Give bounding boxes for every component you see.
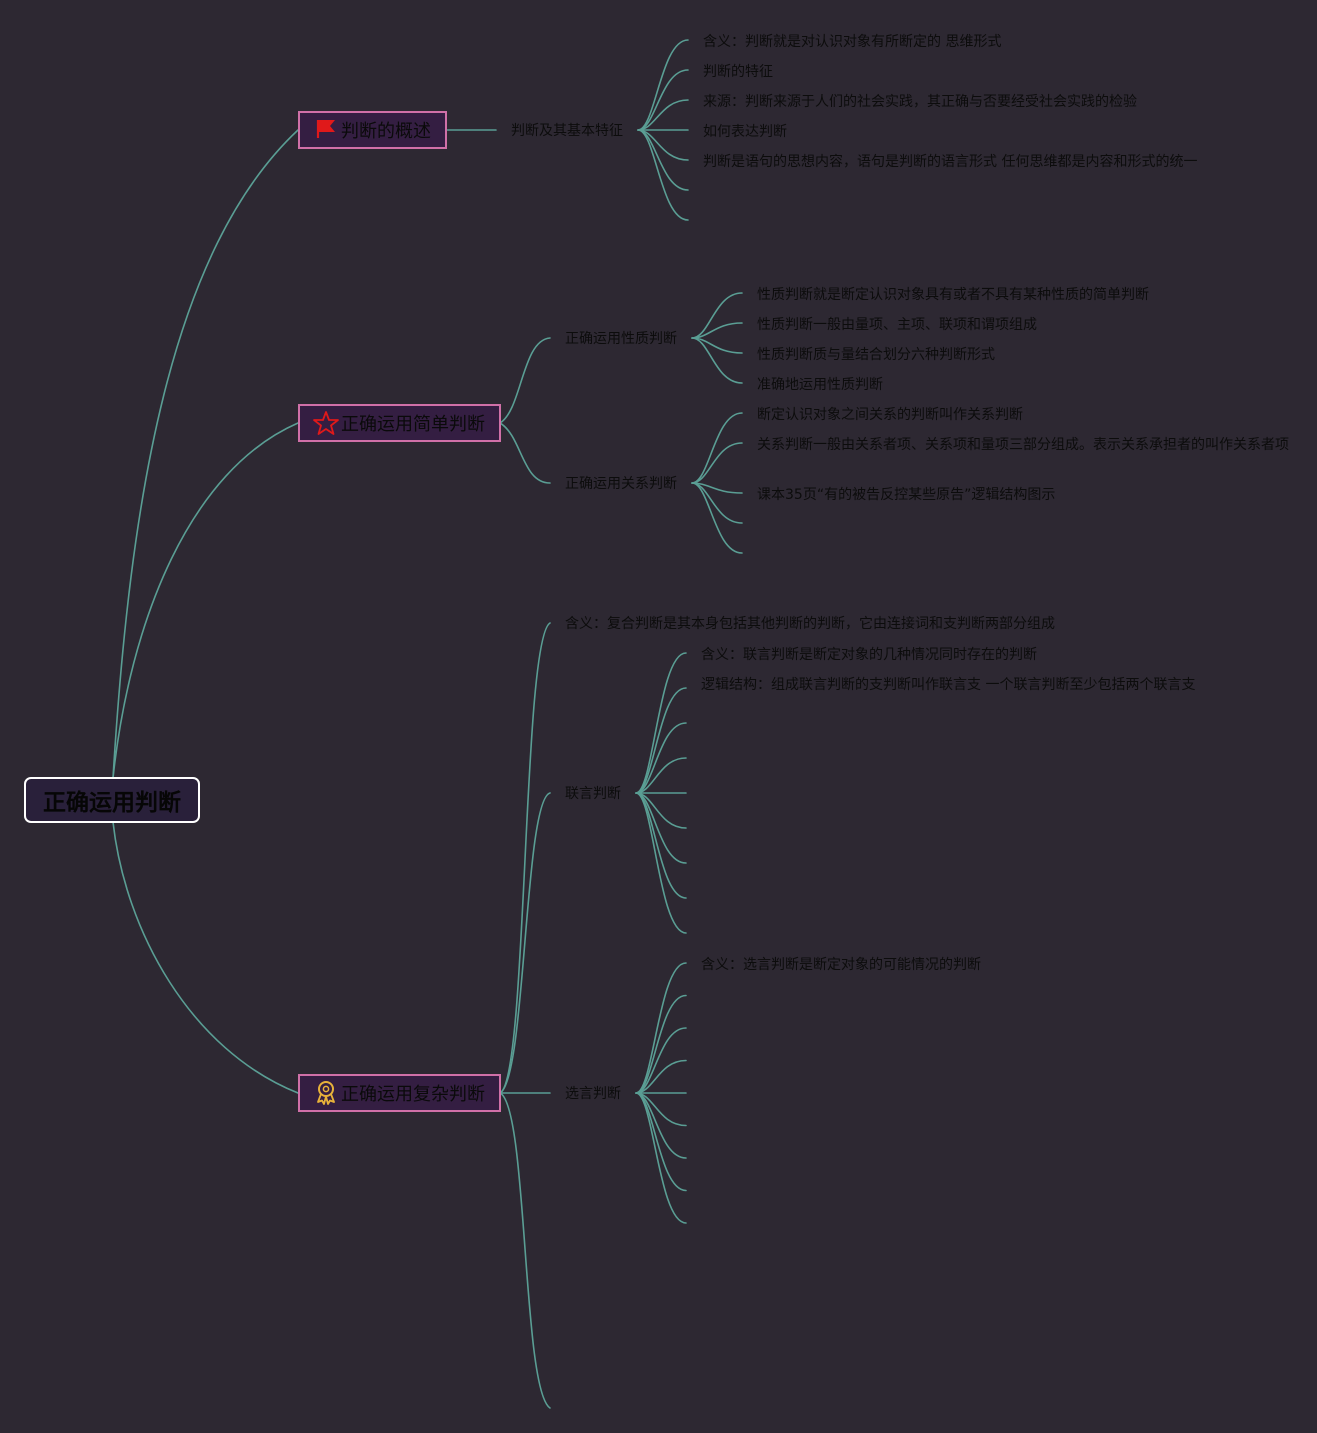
leaf-connector [635, 994, 687, 1094]
leaf-connector [691, 412, 743, 484]
root-node-label: 正确运用判断 [43, 789, 181, 816]
leaf-connector [691, 482, 743, 554]
leaf-item[interactable]: 性质判断一般由量项、主项、联项和谓项组成 [757, 317, 1037, 333]
leaf-item[interactable]: 逻辑结构：组成联言判断的支判断叫作联言支 一个联言判断至少包括两个联言支 [701, 677, 1195, 693]
branch-node-3-label: 正确运用复杂判断 [341, 1084, 485, 1105]
leaf-item[interactable]: 如何表达判断 [703, 124, 787, 140]
leaf-item[interactable]: 含义：判断就是对认识对象有所断定的 思维形式 [703, 34, 1001, 50]
award-icon [317, 1081, 335, 1105]
leaf-item[interactable]: 性质判断就是断定认识对象具有或者不具有某种性质的简单判断 [757, 286, 1149, 303]
leaf-item[interactable]: 来源：判断来源于人们的社会实践，其正确与否要经受社会实践的检验 [703, 94, 1137, 110]
leaf-connector [637, 69, 689, 131]
leaf-connector [635, 792, 687, 934]
leaves-judgment-features: 含义：判断就是对认识对象有所断定的 思维形式 判断的特征 来源：判断来源于人们的… [703, 34, 1197, 170]
leaf-item[interactable]: 课本35页“有的被告反控某些原告”逻辑结构图示 [757, 487, 1055, 503]
leaf-item[interactable]: 判断的特征 [703, 64, 773, 80]
branch-node-1-box [298, 111, 447, 149]
leaf-connector [637, 129, 689, 221]
edge-branch-3-to-sub-4 [499, 1092, 551, 1409]
leaf-item-line-1: 关系判断一般由关系者项、关系项和量项三部分组成。表示关系承担者的叫作关系者项 [757, 437, 1289, 453]
branch-node-1[interactable]: 判断的概述 [298, 111, 447, 149]
leaf-connector [637, 129, 689, 191]
edge-branch-2-to-sub-2 [499, 422, 551, 484]
leaf-item[interactable]: 判断是语句的思想内容，语句是判断的语言形式 任何思维都是内容和形式的统一 [703, 153, 1197, 170]
leaf-edges-branch-2 [691, 292, 743, 554]
branch-2-edges [499, 292, 743, 554]
root-node-box [24, 777, 200, 823]
leaf-connector [637, 39, 689, 131]
edge-branch-2-to-sub-1 [499, 337, 551, 424]
leaf-item[interactable]: 准确地运用性质判断 [757, 377, 883, 393]
leaves-property-judgment: 性质判断就是断定认识对象具有或者不具有某种性质的简单判断 性质判断一般由量项、主… [757, 286, 1149, 393]
sub-node-conjunctive-judgment[interactable]: 联言判断 [565, 786, 621, 802]
leaf-connector [691, 337, 743, 384]
sub-node-property-judgment[interactable]: 正确运用性质判断 [565, 331, 677, 347]
leaf-connector [691, 442, 743, 484]
leaf-connector [635, 1092, 687, 1224]
sub-node-compound-definition[interactable]: 含义：复合判断是其本身包括其他判断的判断，它由连接词和支判断两部分组成 [565, 615, 1055, 632]
leaf-connector [635, 1059, 687, 1094]
leaf-connector [691, 292, 743, 339]
leaf-connector [635, 1027, 687, 1094]
leaves-disjunctive-judgment: 含义：选言判断是断定对象的可能情况的判断 [701, 957, 981, 973]
leaf-edges-branch-1 [637, 39, 689, 221]
edge-branch-3-to-sub-1 [499, 622, 551, 1094]
leaf-item[interactable]: 含义：选言判断是断定对象的可能情况的判断 [701, 957, 981, 973]
branch-node-2[interactable]: 正确运用简单判断 [298, 404, 501, 442]
leaf-connector [635, 652, 687, 794]
edge-root-to-branch-2 [112, 422, 299, 779]
branch-3-edges [499, 622, 687, 1409]
leaf-item[interactable]: 断定认识对象之间关系的判断叫作关系判断 [757, 407, 1023, 423]
branch-node-2-box [298, 404, 501, 442]
branch-node-2-label: 正确运用简单判断 [341, 414, 485, 435]
edge-branch-3-to-sub-2 [499, 792, 551, 1094]
edge-root-to-branch-1 [112, 129, 299, 779]
sub-node-judgment-features[interactable]: 判断及其基本特征 [511, 122, 623, 139]
leaf-item[interactable]: 性质判断质与量结合划分六种判断形式 [757, 347, 995, 363]
branch-1-edges [445, 39, 689, 221]
leaves-relation-judgment: 断定认识对象之间关系的判断叫作关系判断 关系判断一般由关系者项、关系项和量项三部… [757, 407, 1289, 503]
leaf-connector [635, 722, 687, 794]
branch-node-3[interactable]: 正确运用复杂判断 [298, 1074, 501, 1112]
leaf-connector [635, 962, 687, 1094]
leaf-connector [637, 99, 689, 131]
leaves-conjunctive-judgment: 含义：联言判断是断定对象的几种情况同时存在的判断 逻辑结构：组成联言判断的支判断… [701, 647, 1195, 693]
leaf-item-wrapped[interactable]: 关系判断一般由关系者项、关系项和量项三部分组成。表示关系承担者的叫作关系者项 [757, 437, 1289, 453]
sub-node-disjunctive-judgment[interactable]: 选言判断 [565, 1086, 621, 1102]
edge-root-to-branch-3 [112, 821, 299, 1094]
flag-icon [316, 120, 335, 138]
sub-node-relation-judgment[interactable]: 正确运用关系判断 [565, 476, 677, 492]
branch-node-1-label: 判断的概述 [341, 121, 431, 142]
leaf-connector [635, 757, 687, 794]
leaf-edges-branch-3 [635, 652, 687, 1224]
leaf-connector [635, 687, 687, 794]
star-icon [313, 411, 339, 435]
root-edges [112, 129, 299, 1094]
leaf-item[interactable]: 含义：联言判断是断定对象的几种情况同时存在的判断 [701, 647, 1037, 663]
root-node[interactable]: 正确运用判断 [24, 777, 200, 823]
